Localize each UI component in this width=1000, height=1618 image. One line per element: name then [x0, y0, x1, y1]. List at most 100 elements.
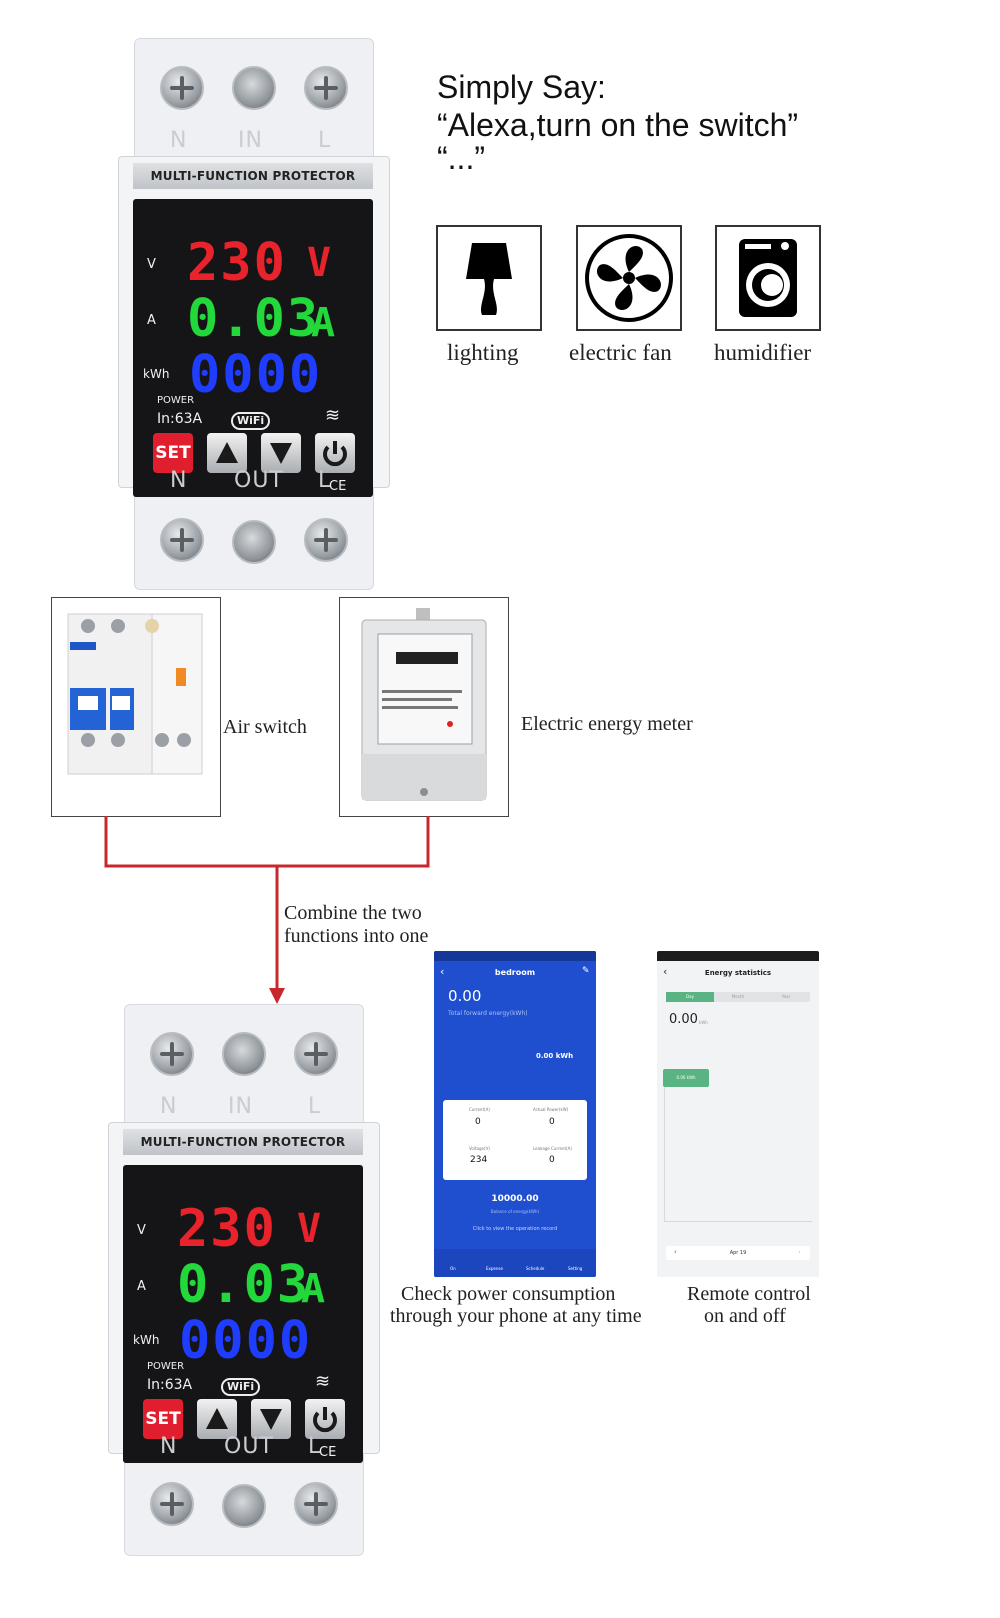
rating-label: In:63A: [157, 411, 203, 427]
stat-label: Leakage Current(A): [533, 1146, 572, 1151]
down-button[interactable]: [251, 1399, 291, 1439]
combine-caption-line2: functions into one: [284, 925, 429, 947]
energy-meter-label: Electric energy meter: [521, 713, 693, 735]
stat-value: 234: [470, 1155, 488, 1165]
tab-on[interactable]: On: [450, 1266, 456, 1271]
stats-title: Energy statistics: [704, 969, 772, 977]
operation-record-link[interactable]: Click to view the operation record: [472, 1226, 558, 1232]
label-kwh: kWh: [133, 1333, 160, 1347]
combine-caption-line1: Combine the two: [284, 902, 422, 924]
phone2-caption-line1: Remote control: [687, 1283, 811, 1305]
voice-line-2: “Alexa,turn on the switch”: [437, 107, 799, 143]
device-body: MULTI-FUNCTION PROTECTOR V 230 V A 0.03 …: [118, 156, 390, 497]
up-button[interactable]: [197, 1399, 237, 1439]
power-icon: [323, 441, 347, 467]
voice-line-1: Simply Say:: [437, 69, 606, 105]
device-body: MULTI-FUNCTION PROTECTOR V 230 V A 0.03 …: [108, 1122, 380, 1463]
screw-icon: [232, 66, 276, 110]
air-switch-label: Air switch: [223, 716, 307, 738]
air-switch-image: [67, 613, 203, 775]
screw-icon: [160, 66, 204, 110]
arrow-down-icon: [260, 1409, 282, 1430]
energy-readout: 0000: [179, 1311, 313, 1371]
bottom-tab-bar: On Expense Schedule Setting: [434, 1249, 596, 1277]
lamp-icon: [466, 243, 512, 315]
tab-expense[interactable]: Expense: [486, 1266, 503, 1271]
voltage-unit: V: [297, 1206, 324, 1252]
arrow-down-icon: [270, 443, 292, 464]
energy-meter-image: [361, 608, 487, 801]
power-button[interactable]: [305, 1399, 345, 1439]
terminal-label: L: [308, 1094, 322, 1119]
appliance-label: electric fan: [569, 340, 672, 365]
wifi-signal-icon: ≋: [325, 405, 341, 426]
wifi-badge: WiFi: [231, 412, 271, 430]
power-button[interactable]: [315, 433, 355, 473]
voltage-unit: V: [307, 240, 334, 286]
balance-value: 10000.00: [491, 1194, 539, 1204]
next-date-icon[interactable]: ›: [798, 1248, 801, 1256]
tab-setting[interactable]: Setting: [568, 1266, 583, 1271]
energy-readout: 0000: [189, 345, 323, 405]
prev-date-icon[interactable]: ‹: [674, 1248, 677, 1256]
terminal-label: IN: [228, 1094, 253, 1119]
phone-screen-statistics: ‹ Energy statistics Day Month Year 0.00 …: [657, 951, 819, 1277]
stat-label: Actual Power(kW): [533, 1107, 569, 1112]
terminal-label: OUT: [224, 1434, 274, 1459]
wifi-signal-icon: ≋: [315, 1371, 331, 1392]
stat-value: 0: [549, 1117, 555, 1127]
current-readout: 0.03: [177, 1255, 311, 1315]
terminal-label: L: [318, 468, 332, 493]
screw-icon: [294, 1482, 338, 1526]
tab-schedule[interactable]: Schedule: [526, 1266, 545, 1271]
set-button[interactable]: SET: [153, 433, 193, 473]
tab-month[interactable]: Month: [731, 994, 745, 999]
terminal-label: N: [170, 468, 188, 493]
ce-mark: CE: [329, 479, 347, 494]
voice-line-3: “...”: [437, 140, 485, 176]
label-power: POWER: [147, 1361, 185, 1372]
appliance-label: lighting: [447, 340, 519, 365]
stats-unit: kWh: [699, 1020, 708, 1025]
date-picker[interactable]: ‹ Apr 19 ›: [666, 1246, 810, 1260]
rating-label: In:63A: [147, 1377, 193, 1393]
device-label: MULTI-FUNCTION PROTECTOR: [133, 163, 373, 189]
stats-value: 0.00: [669, 1012, 698, 1027]
air-switch-photo: [51, 597, 221, 817]
stat-label: Current(A): [469, 1107, 490, 1112]
label-power: POWER: [157, 395, 195, 406]
up-button[interactable]: [207, 433, 247, 473]
back-icon[interactable]: ‹: [663, 965, 668, 978]
period-tabs: Day Month Year: [666, 992, 810, 1002]
current-unit: A: [301, 1266, 328, 1312]
current-unit: A: [311, 300, 338, 346]
power-icon: [313, 1407, 337, 1433]
voltage-readout: 230: [177, 1199, 277, 1259]
screw-icon: [150, 1482, 194, 1526]
tab-year[interactable]: Year: [781, 994, 791, 999]
phone-screen-consumption: ‹ bedroom ✎ 0.00 Total forward energy(kW…: [434, 951, 596, 1277]
screw-icon: [222, 1032, 266, 1076]
down-button[interactable]: [261, 433, 301, 473]
status-bar: [434, 951, 596, 961]
appliance-humidifier: [715, 225, 821, 331]
energy-sub: Total forward energy(kWh): [448, 1010, 528, 1017]
back-icon[interactable]: ‹: [440, 965, 445, 978]
wifi-badge: WiFi: [221, 1378, 261, 1396]
kwh-value: 0.00 kWh: [536, 1052, 574, 1060]
washer-icon: [739, 239, 797, 317]
set-button[interactable]: SET: [143, 1399, 183, 1439]
chart-baseline: [664, 1221, 812, 1222]
phone1-caption-line2: through your phone at any time: [390, 1305, 642, 1327]
tab-day[interactable]: Day: [666, 992, 714, 1002]
edit-icon[interactable]: ✎: [582, 966, 590, 976]
screw-icon: [150, 1032, 194, 1076]
screw-icon: [160, 518, 204, 562]
terminal-label: N: [160, 1434, 178, 1459]
terminal-label: L: [318, 128, 332, 153]
status-bar: [657, 951, 819, 961]
energy-value: 0.00: [448, 987, 482, 1005]
screw-icon: [294, 1032, 338, 1076]
fan-icon: [585, 234, 673, 322]
arrow-up-icon: [206, 1408, 228, 1429]
